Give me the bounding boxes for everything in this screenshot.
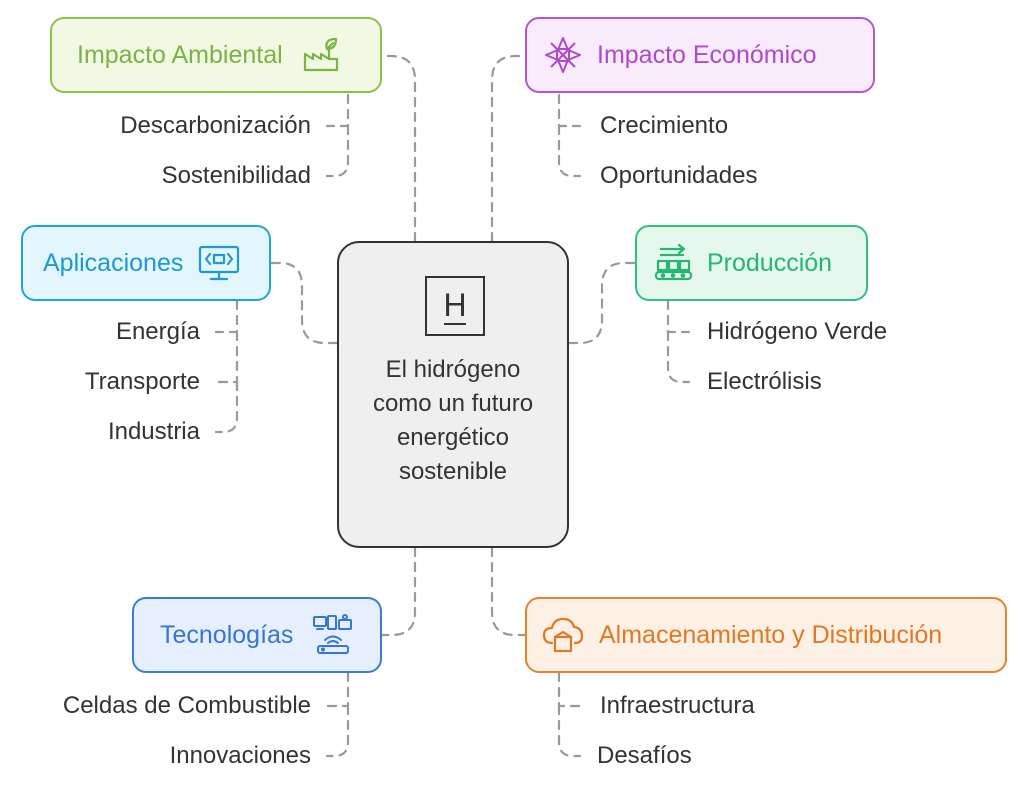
- node-impacto-ambiental-label: Impacto Ambiental: [77, 40, 283, 69]
- node-impacto-economico-label: Impacto Económico: [597, 40, 817, 69]
- connector-produccion: [567, 261, 637, 345]
- monitor-code-icon: [197, 243, 241, 283]
- leaf-infraestructura: Infraestructura: [600, 692, 755, 719]
- leaf-electrolisis: Electrólisis: [707, 368, 822, 395]
- node-impacto-economico[interactable]: Impacto Económico: [525, 17, 875, 93]
- node-aplicaciones[interactable]: Aplicaciones: [21, 225, 271, 301]
- leaf-transporte: Transporte: [84, 368, 200, 395]
- node-impacto-ambiental[interactable]: Impacto Ambiental: [50, 17, 382, 93]
- leaf-crecimiento: Crecimiento: [600, 112, 729, 139]
- node-almacenamiento-distribucion-label: Almacenamiento y Distribución: [599, 620, 943, 649]
- leaf-descarbonizacion: Descarbonización: [120, 112, 311, 139]
- leaf-oportunidades: Oportunidades: [600, 162, 758, 189]
- leaf-celdas-de-combustible: Celdas de Combustible: [62, 692, 311, 719]
- node-produccion-label: Producción: [707, 248, 833, 277]
- central-topic[interactable]: H El hidrógeno como un futuro energético…: [337, 241, 569, 548]
- leaf-hidrogeno-verde: Hidrógeno Verde: [707, 318, 888, 345]
- leaf-sostenibilidad: Sostenibilidad: [161, 162, 311, 189]
- connector-aplicaciones: [269, 261, 339, 345]
- hydrogen-element-icon: H: [425, 276, 485, 336]
- conveyor-belt-icon: [653, 243, 693, 283]
- connector-ambiental: [380, 54, 417, 243]
- node-aplicaciones-label: Aplicaciones: [43, 248, 184, 277]
- leaf-energia: Energía: [115, 318, 200, 345]
- connector-almacenamiento: [490, 546, 527, 637]
- network-star-icon: [543, 35, 583, 75]
- node-tecnologias-label: Tecnologías: [160, 620, 294, 649]
- factory-leaf-icon: [301, 35, 341, 75]
- connector-economico: [490, 54, 527, 243]
- cloud-box-icon: [541, 615, 585, 655]
- connector-tecnologias: [380, 546, 417, 637]
- leaf-desafios: Desafíos: [597, 742, 692, 769]
- node-produccion[interactable]: Producción: [635, 225, 868, 301]
- node-tecnologias[interactable]: Tecnologías: [132, 597, 382, 673]
- leaf-innovaciones: Innovaciones: [169, 742, 311, 769]
- leaf-industria: Industria: [107, 418, 200, 445]
- node-almacenamiento-distribucion[interactable]: Almacenamiento y Distribución: [525, 597, 1007, 673]
- connected-devices-icon: [311, 613, 355, 657]
- central-topic-label: El hidrógeno como un futuro energético s…: [372, 356, 534, 485]
